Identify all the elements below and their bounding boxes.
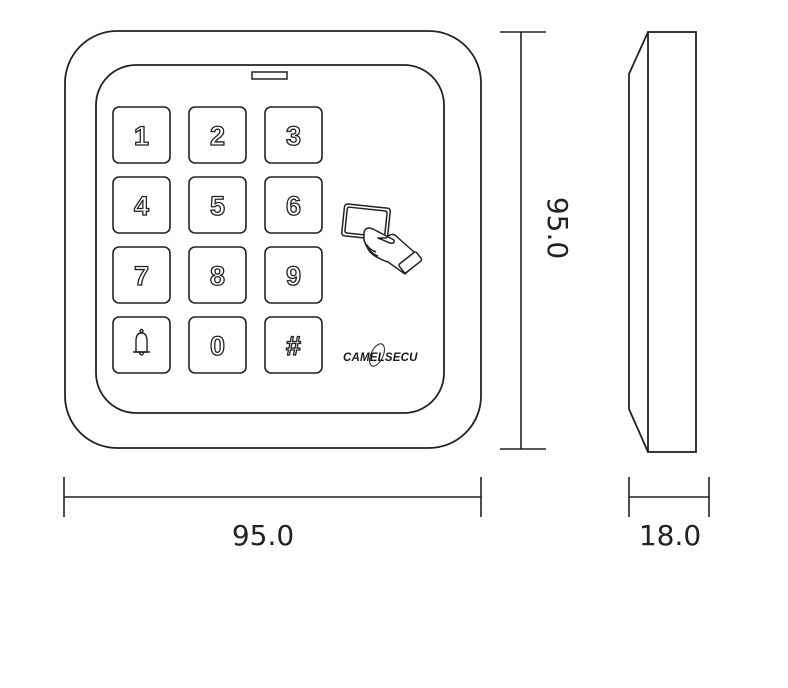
key-hash-label: # [286, 331, 301, 361]
key-4[interactable]: 4 [112, 176, 171, 234]
side-view [628, 31, 697, 453]
brand-logo: CAMELSECU [343, 343, 418, 367]
brand-logo-text: CAMELSECU [343, 352, 418, 364]
key-8[interactable]: 8 [188, 246, 247, 304]
bell-icon [133, 328, 150, 356]
key-1[interactable]: 1 [112, 106, 171, 164]
key-6-label: 6 [286, 191, 301, 221]
led-indicator [251, 71, 288, 80]
width-dimension [63, 477, 482, 517]
hand-card-icon [341, 203, 423, 275]
key-hash[interactable]: # [264, 316, 323, 374]
key-7[interactable]: 7 [112, 246, 171, 304]
logo-swoosh-icon [369, 343, 385, 367]
key-1-label: 1 [134, 121, 149, 151]
key-9[interactable]: 9 [264, 246, 323, 304]
width-dimension-label: 95.0 [232, 519, 294, 552]
key-3-label: 3 [286, 121, 301, 151]
key-0-label: 0 [210, 331, 225, 361]
key-9-label: 9 [286, 261, 301, 291]
height-dimension-label: 95.0 [541, 197, 574, 259]
key-2[interactable]: 2 [188, 106, 247, 164]
outer-frame [64, 30, 482, 449]
key-2-label: 2 [210, 121, 225, 151]
key-4-label: 4 [134, 191, 149, 221]
key-8-label: 8 [210, 261, 225, 291]
depth-dimension-label: 18.0 [639, 519, 701, 552]
key-3[interactable]: 3 [264, 106, 323, 164]
key-5[interactable]: 5 [188, 176, 247, 234]
depth-dimension [628, 477, 710, 517]
key-5-label: 5 [210, 191, 225, 221]
front-view: 1 2 3 4 5 6 7 8 [64, 30, 482, 449]
key-bell[interactable] [112, 316, 171, 374]
height-dimension [500, 31, 546, 450]
inner-panel [95, 64, 445, 414]
key-6[interactable]: 6 [264, 176, 323, 234]
key-0[interactable]: 0 [188, 316, 247, 374]
key-7-label: 7 [134, 261, 149, 291]
